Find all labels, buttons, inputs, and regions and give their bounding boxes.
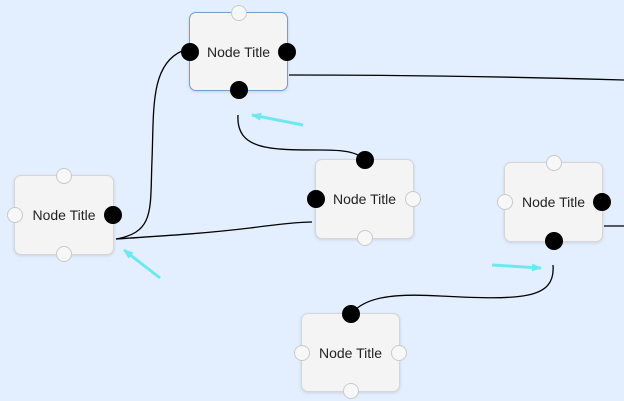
node-n1[interactable]: Node Title bbox=[181, 5, 296, 99]
node-n3[interactable]: Node Title bbox=[307, 151, 421, 246]
hint-arrow-1 bbox=[251, 112, 304, 127]
input-port-top[interactable] bbox=[230, 5, 247, 21]
connected-port-right[interactable] bbox=[278, 42, 296, 61]
node-n5[interactable]: Node Title bbox=[294, 305, 407, 399]
hint-arrow-2 bbox=[123, 248, 161, 280]
connected-port-top[interactable] bbox=[355, 151, 374, 169]
wire-n2-right-to-n1-left[interactable] bbox=[115, 50, 183, 240]
connected-port-right[interactable] bbox=[104, 206, 122, 224]
wire-n4-bottom-to-n5-top[interactable] bbox=[351, 264, 554, 314]
node-title: Node Title bbox=[32, 207, 96, 223]
node-title: Node Title bbox=[318, 344, 383, 361]
input-port-left[interactable] bbox=[294, 344, 310, 361]
node-title: Node Title bbox=[332, 191, 397, 207]
input-port-right[interactable] bbox=[405, 191, 421, 207]
input-port-bottom[interactable] bbox=[342, 383, 359, 399]
wire-n2-right-to-n3-left[interactable] bbox=[115, 221, 313, 240]
input-port-top[interactable] bbox=[56, 168, 72, 184]
input-port-bottom[interactable] bbox=[56, 246, 72, 262]
wire-n1-right-to-offscreen[interactable] bbox=[288, 74, 624, 81]
node-title: Node Title bbox=[206, 43, 271, 60]
connected-port-top[interactable] bbox=[341, 305, 360, 323]
input-port-top[interactable] bbox=[545, 155, 562, 171]
input-port-bottom[interactable] bbox=[356, 230, 373, 246]
node-n2[interactable]: Node Title bbox=[7, 168, 122, 262]
hint-arrow-3 bbox=[491, 263, 542, 272]
input-port-left[interactable] bbox=[7, 207, 23, 223]
node-title: Node Title bbox=[521, 194, 586, 210]
connected-port-left[interactable] bbox=[181, 42, 199, 61]
connected-port-left[interactable] bbox=[307, 190, 325, 208]
wire-n1-bottom-to-n3-top[interactable] bbox=[237, 114, 364, 159]
input-port-left[interactable] bbox=[497, 194, 513, 210]
connected-port-bottom[interactable] bbox=[544, 232, 563, 250]
connected-port-bottom[interactable] bbox=[229, 81, 248, 99]
input-port-right[interactable] bbox=[391, 344, 407, 361]
connected-port-right[interactable] bbox=[593, 193, 611, 211]
node-n4[interactable]: Node Title bbox=[497, 155, 611, 250]
